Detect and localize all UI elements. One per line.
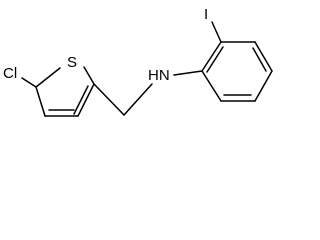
bond-c2-i bbox=[211, 21, 222, 43]
bond-c3-c2 bbox=[35, 86, 46, 117]
bond-c6-c1 bbox=[201, 70, 222, 102]
bond-c3-c4 bbox=[254, 41, 273, 72]
bond-c1-c2 bbox=[201, 41, 222, 72]
bond-c4-c5 bbox=[254, 70, 273, 102]
molecule-structure: Cl S HN I bbox=[3, 6, 273, 117]
bond-n-c1 bbox=[173, 70, 203, 76]
bond-c5-c4 bbox=[77, 83, 95, 117]
bond-c5-ch2 bbox=[93, 83, 125, 116]
bond-c2-cl bbox=[21, 77, 37, 88]
sulfur-label: S bbox=[67, 54, 77, 71]
amine-label: HN bbox=[148, 67, 170, 84]
chlorine-label: Cl bbox=[3, 65, 17, 82]
bond-ch2-n bbox=[123, 83, 153, 116]
iodine-label: I bbox=[204, 6, 208, 23]
thiophene-ring bbox=[35, 66, 95, 117]
benzene-ring bbox=[201, 41, 273, 102]
bond-s-c5 bbox=[83, 66, 95, 85]
bond-c5-c4-inner bbox=[73, 85, 89, 115]
structure-canvas: Cl S HN I bbox=[3, 6, 273, 117]
bond-c2-s bbox=[35, 67, 61, 88]
bond-c1-c2-inner bbox=[206, 46, 224, 73]
bond-c3-c4-inner bbox=[252, 47, 267, 72]
